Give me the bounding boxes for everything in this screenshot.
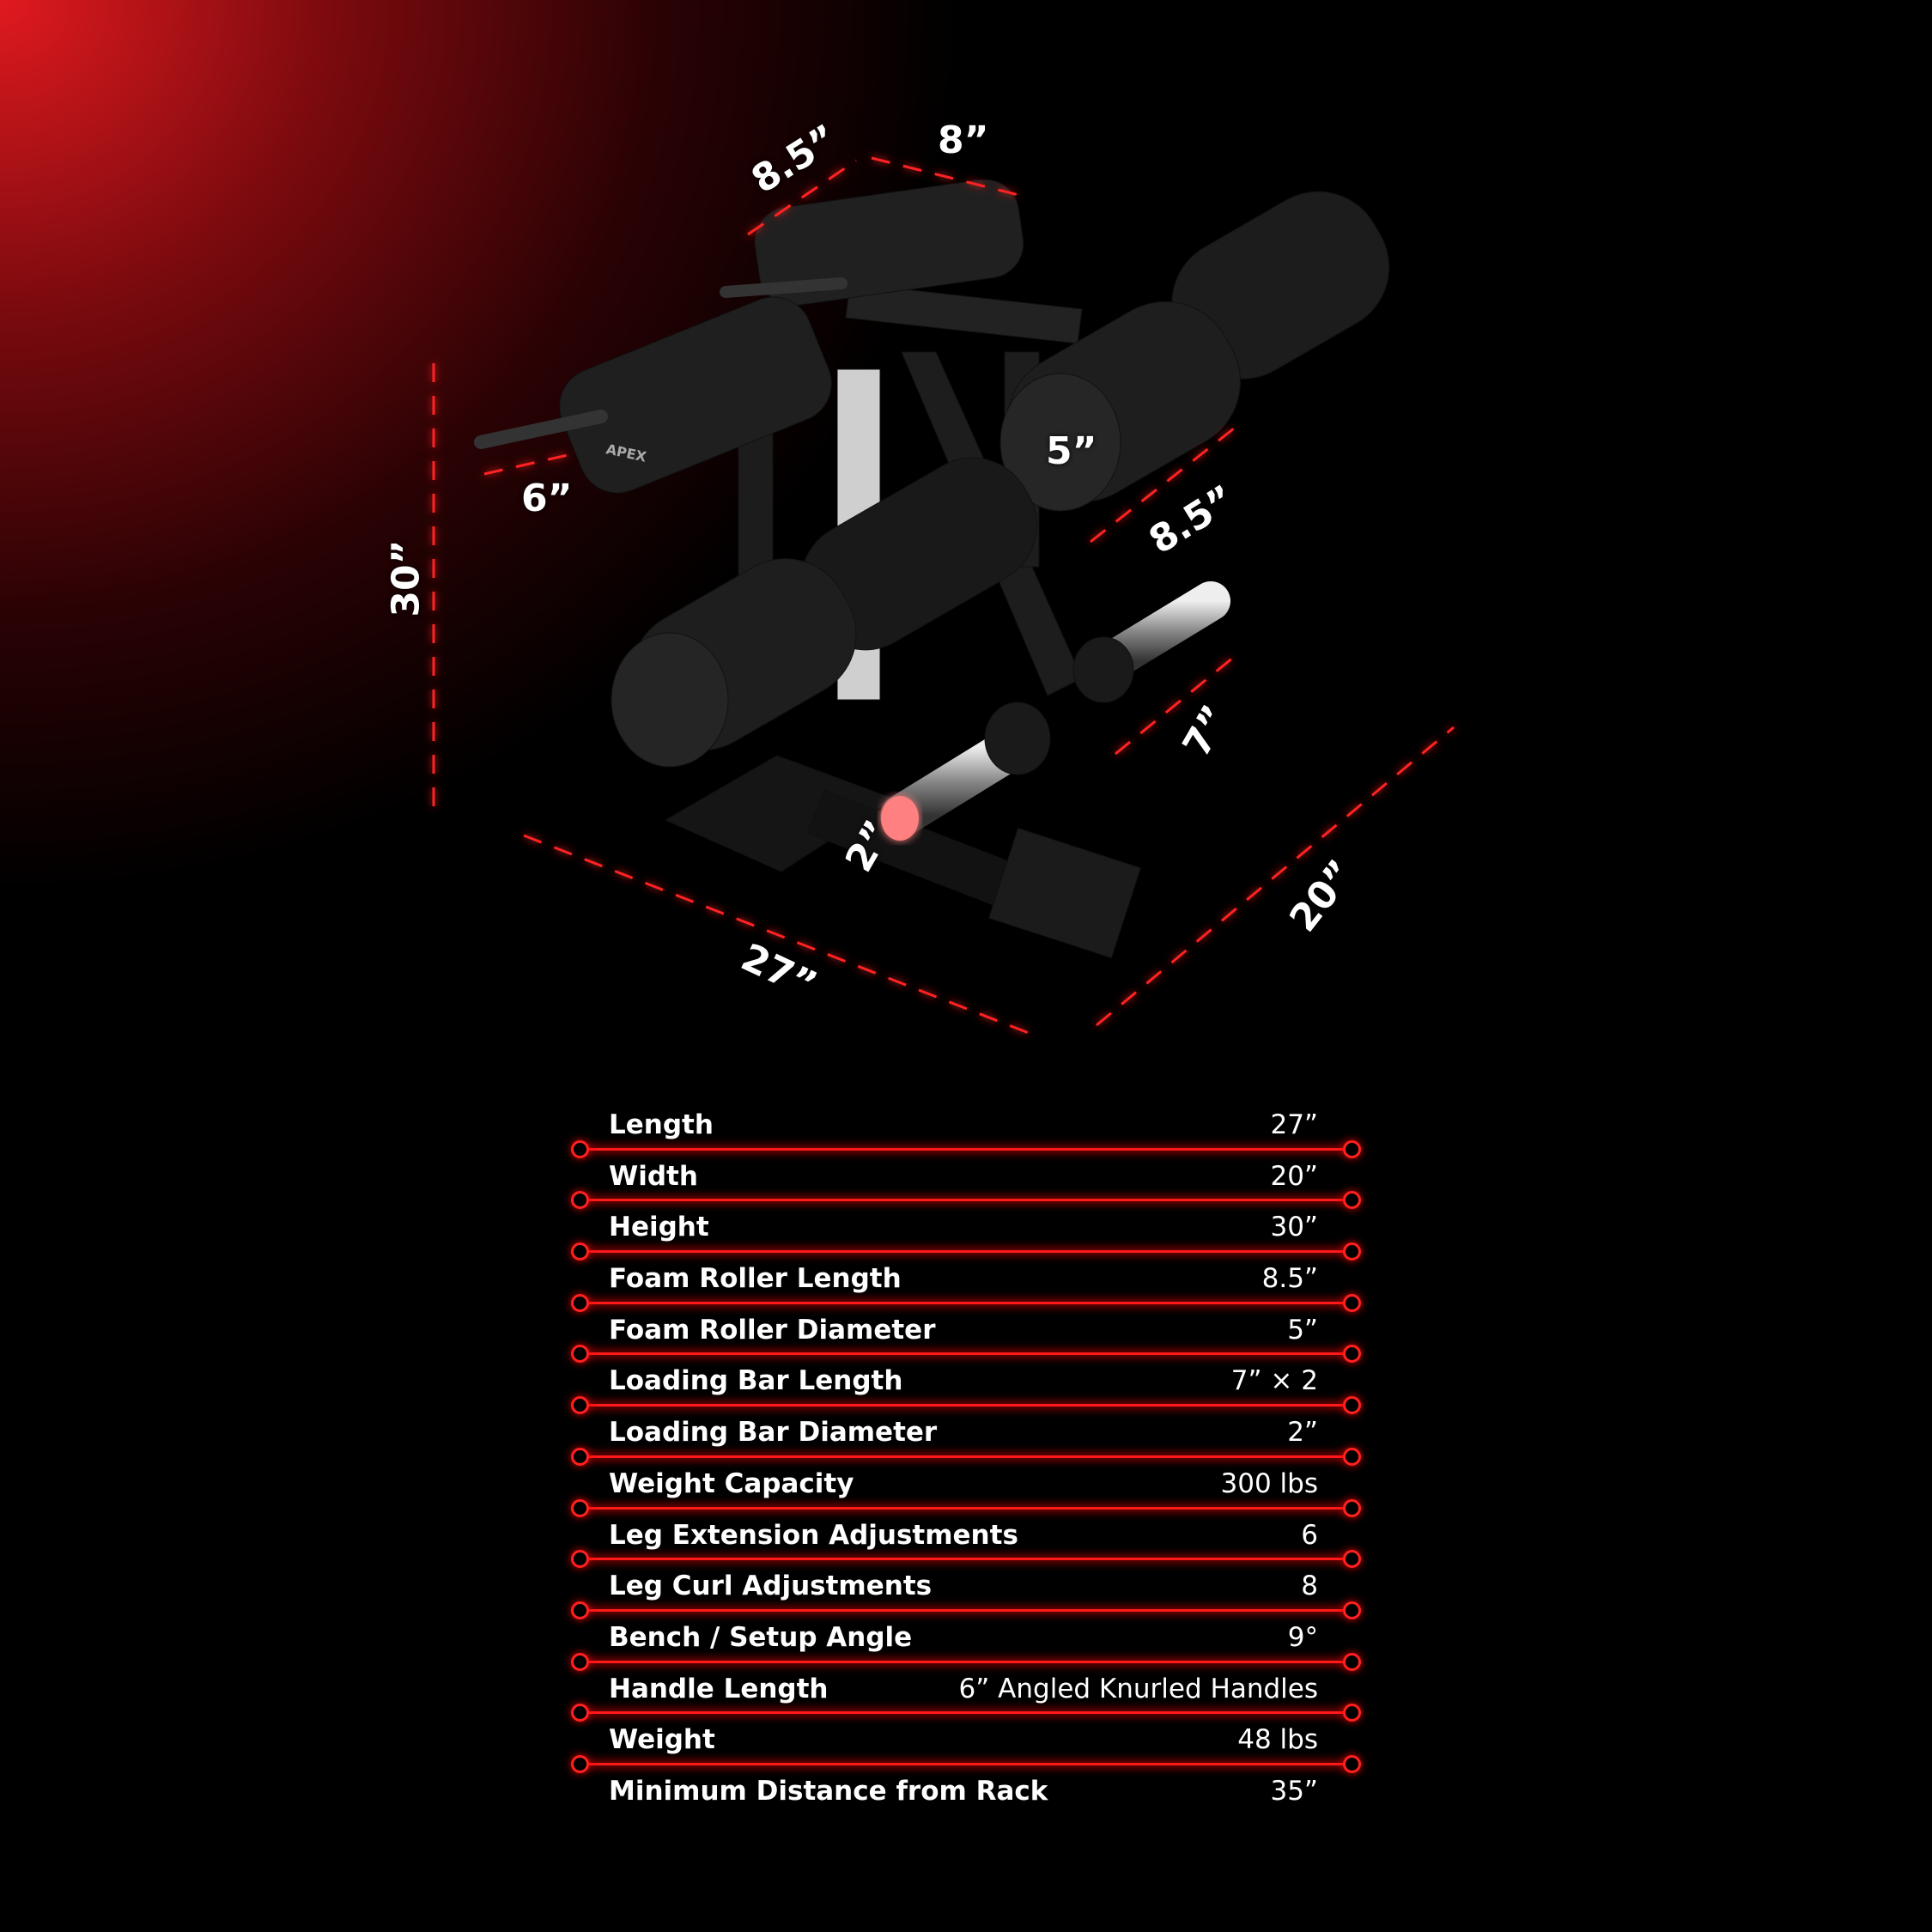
spec-value: 6” Angled Knurled Handles bbox=[958, 1673, 1318, 1704]
bench-frame bbox=[474, 179, 1390, 959]
spec-value: 8.5” bbox=[1261, 1263, 1318, 1295]
spec-value: 35” bbox=[1270, 1775, 1318, 1807]
divider-end-circle bbox=[1343, 1396, 1361, 1415]
spec-row: Height 30” bbox=[571, 1201, 1361, 1261]
spec-label: Height bbox=[609, 1212, 709, 1243]
divider bbox=[579, 1762, 1353, 1765]
spec-row: Leg Curl Adjustments 8 bbox=[571, 1560, 1361, 1619]
spec-row: Length 27” bbox=[571, 1099, 1361, 1158]
divider-end-circle bbox=[1343, 1345, 1361, 1364]
spec-value: 300 lbs bbox=[1220, 1467, 1318, 1499]
spec-row: Weight 48 lbs bbox=[571, 1714, 1361, 1773]
divider-end-circle bbox=[1343, 1704, 1361, 1722]
spec-value: 9° bbox=[1287, 1621, 1318, 1653]
spec-row: Bench / Setup Angle 9° bbox=[571, 1612, 1361, 1671]
spec-value: 7” × 2 bbox=[1230, 1365, 1318, 1397]
divider bbox=[579, 1711, 1353, 1715]
divider-end-circle bbox=[1343, 1293, 1361, 1312]
spec-table: Length 27” Width 20” Height 30” Foam Roller Le… bbox=[571, 1099, 1361, 1817]
spec-value: 2” bbox=[1287, 1417, 1318, 1449]
divider bbox=[579, 1558, 1353, 1561]
spec-label: Handle Length bbox=[609, 1673, 829, 1704]
spec-value: 48 lbs bbox=[1237, 1724, 1318, 1756]
spec-label: Bench / Setup Angle bbox=[609, 1621, 913, 1653]
spec-label: Weight Capacity bbox=[609, 1467, 854, 1499]
spec-row: Foam Roller Length 8.5” bbox=[571, 1253, 1361, 1312]
spec-row: Leg Extension Adjustments 6 bbox=[571, 1510, 1361, 1569]
divider-end-circle bbox=[571, 1550, 589, 1569]
divider-end-circle bbox=[571, 1447, 589, 1466]
divider-end-circle bbox=[1343, 1242, 1361, 1261]
spec-value: 5” bbox=[1287, 1314, 1318, 1346]
spec-label: Loading Bar Diameter bbox=[609, 1417, 938, 1449]
spec-value: 8 bbox=[1301, 1571, 1318, 1602]
divider-end-circle bbox=[571, 1754, 589, 1773]
spec-label: Foam Roller Length bbox=[609, 1263, 902, 1295]
spec-row: Minimum Distance from Rack 35” bbox=[579, 1765, 1353, 1817]
divider-end-circle bbox=[571, 1704, 589, 1722]
spec-row: Weight Capacity 300 lbs bbox=[571, 1458, 1361, 1517]
divider-end-circle bbox=[571, 1652, 589, 1671]
divider-end-circle bbox=[1343, 1754, 1361, 1773]
spec-label: Minimum Distance from Rack bbox=[609, 1775, 1048, 1807]
divider-end-circle bbox=[1343, 1652, 1361, 1671]
divider bbox=[579, 1352, 1353, 1356]
divider-end-circle bbox=[571, 1498, 589, 1517]
divider bbox=[579, 1301, 1353, 1304]
divider-end-circle bbox=[1343, 1601, 1361, 1619]
divider bbox=[579, 1455, 1353, 1458]
divider-end-circle bbox=[571, 1139, 589, 1158]
spec-label: Leg Extension Adjustments bbox=[609, 1519, 1018, 1551]
divider-end-circle bbox=[571, 1396, 589, 1415]
dim-handle: 6” bbox=[521, 477, 573, 520]
spec-label: Length bbox=[609, 1109, 714, 1140]
spec-label: Foam Roller Diameter bbox=[609, 1314, 936, 1346]
spec-row: Handle Length 6” Angled Knurled Handles bbox=[571, 1663, 1361, 1722]
divider bbox=[579, 1250, 1353, 1254]
divider-end-circle bbox=[571, 1242, 589, 1261]
divider-end-circle bbox=[571, 1293, 589, 1312]
spec-row: Loading Bar Length 7” × 2 bbox=[571, 1355, 1361, 1415]
dim-roller-diameter: 5” bbox=[1046, 429, 1097, 473]
divider bbox=[579, 1147, 1353, 1151]
divider-end-circle bbox=[1343, 1191, 1361, 1210]
divider bbox=[579, 1660, 1353, 1663]
spec-label: Leg Curl Adjustments bbox=[609, 1571, 933, 1602]
spec-label: Weight bbox=[609, 1724, 715, 1756]
divider-end-circle bbox=[1343, 1498, 1361, 1517]
divider bbox=[579, 1199, 1353, 1202]
spec-row: Foam Roller Diameter 5” bbox=[571, 1304, 1361, 1364]
spec-value: 27” bbox=[1270, 1109, 1318, 1140]
divider bbox=[579, 1506, 1353, 1510]
dim-height: 30” bbox=[384, 539, 428, 617]
spec-label: Width bbox=[609, 1160, 698, 1192]
divider bbox=[579, 1404, 1353, 1407]
divider-end-circle bbox=[571, 1345, 589, 1364]
spec-label: Loading Bar Length bbox=[609, 1365, 903, 1397]
dimension-lines bbox=[432, 156, 1455, 1036]
spec-value: 20” bbox=[1270, 1160, 1318, 1192]
spec-value: 30” bbox=[1270, 1212, 1318, 1243]
divider-end-circle bbox=[571, 1191, 589, 1210]
divider-end-circle bbox=[1343, 1139, 1361, 1158]
spec-value: 6 bbox=[1301, 1519, 1318, 1551]
divider-end-circle bbox=[1343, 1447, 1361, 1466]
divider bbox=[579, 1608, 1353, 1612]
dim-pad-gap: 8” bbox=[938, 118, 989, 162]
divider-end-circle bbox=[571, 1601, 589, 1619]
spec-row: Loading Bar Diameter 2” bbox=[571, 1406, 1361, 1466]
divider-end-circle bbox=[1343, 1550, 1361, 1569]
spec-row: Width 20” bbox=[571, 1151, 1361, 1210]
